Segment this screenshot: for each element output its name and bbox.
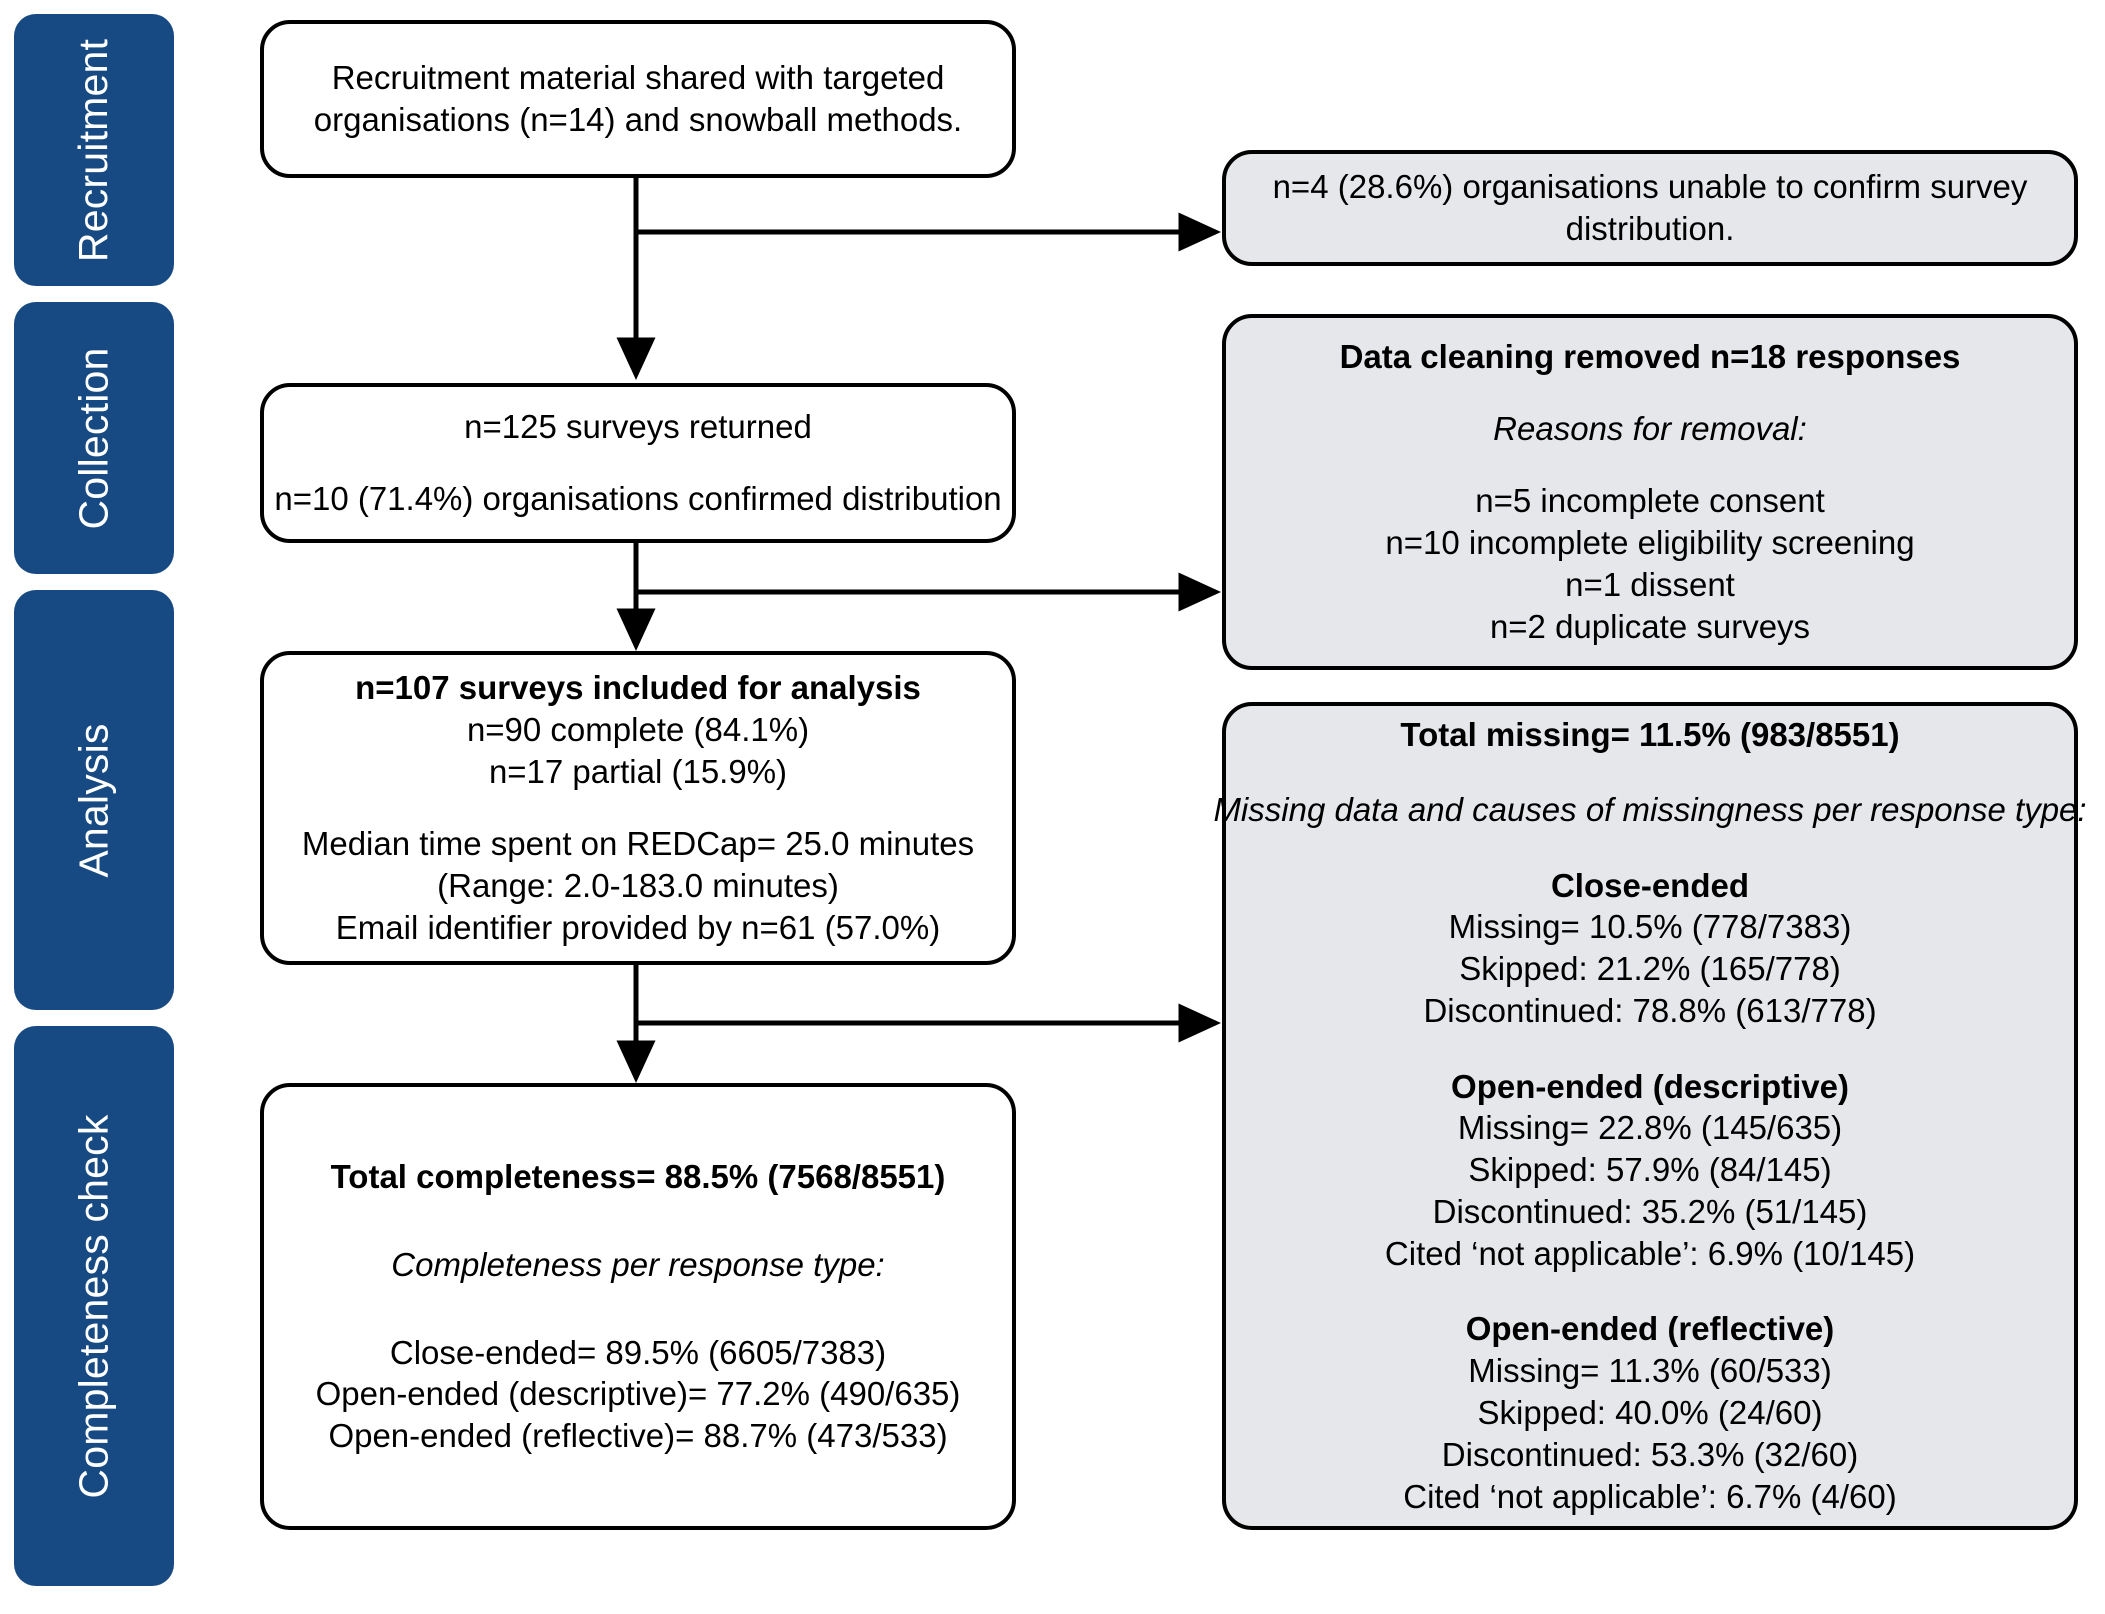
included-median-time: Median time spent on REDCap= 25.0 minute… <box>301 825 975 862</box>
missing-subtitle: Missing data and causes of missingness p… <box>1213 791 2087 829</box>
stage-recruitment: Recruitment <box>14 14 174 286</box>
missing-row: Skipped: 40.0% (24/60) <box>1477 1394 1823 1432</box>
unconfirmed-line-1: n=4 (28.6%) organisations unable to conf… <box>1272 168 2028 206</box>
stage-label: Completeness check <box>70 1113 117 1499</box>
box-data-cleaning: Data cleaning removed n=18 responses Rea… <box>1222 314 2078 670</box>
missing-group-heading: Open-ended (reflective) <box>1465 1310 1835 1348</box>
included-email-identifier: Email identifier provided by n=61 (57.0%… <box>335 908 941 946</box>
recruitment-line-2: organisations (n=14) and snowball method… <box>313 101 963 138</box>
included-complete: n=90 complete (84.1%) <box>466 711 810 749</box>
data-cleaning-reason: n=5 incomplete consent <box>1475 482 1825 520</box>
stage-label: Analysis <box>70 722 117 878</box>
completeness-subtitle: Completeness per response type: <box>391 1245 885 1283</box>
missing-row: Discontinued: 53.3% (32/60) <box>1441 1436 1859 1474</box>
missing-row: Missing= 11.3% (60/533) <box>1468 1352 1832 1390</box>
missing-row: Cited ‘not applicable’: 6.9% (10/145) <box>1384 1235 1916 1273</box>
missing-row: Cited ‘not applicable’: 6.7% (4/60) <box>1403 1478 1897 1516</box>
returned-confirmed: n=10 (71.4%) organisations confirmed dis… <box>274 480 1002 517</box>
data-cleaning-reason: n=1 dissent <box>1565 565 1735 603</box>
missing-row: Skipped: 57.9% (84/145) <box>1468 1151 1832 1189</box>
box-recruitment-material: Recruitment material shared with targete… <box>260 20 1016 178</box>
unconfirmed-line-2: distribution. <box>1565 210 1735 247</box>
data-cleaning-reason: n=2 duplicate surveys <box>1489 607 1811 645</box>
stage-collection: Collection <box>14 302 174 574</box>
included-partial: n=17 partial (15.9%) <box>488 753 788 791</box>
completeness-row: Open-ended (descriptive)= 77.2% (490/635… <box>315 1375 961 1413</box>
box-total-missing: Total missing= 11.5% (983/8551) Missing … <box>1213 702 2087 1530</box>
stage-completeness-check: Completeness check <box>14 1026 174 1586</box>
returned-count: n=125 surveys returned <box>464 408 812 446</box>
stage-label: Collection <box>70 346 117 530</box>
completeness-row: Close-ended= 89.5% (6605/7383) <box>389 1333 887 1371</box>
data-cleaning-title: Data cleaning removed n=18 responses <box>1339 338 1961 376</box>
stage-analysis: Analysis <box>14 590 174 1010</box>
missing-group-heading: Open-ended (descriptive) <box>1451 1067 1849 1105</box>
included-range: (Range: 2.0-183.0 minutes) <box>437 866 839 904</box>
data-cleaning-reason: n=10 incomplete eligibility screening <box>1385 524 1915 561</box>
box-surveys-returned: n=125 surveys returned n=10 (71.4%) orga… <box>260 383 1016 543</box>
included-title: n=107 surveys included for analysis <box>355 669 921 707</box>
box-unconfirmed-distribution: n=4 (28.6%) organisations unable to conf… <box>1222 150 2078 266</box>
missing-row: Skipped: 21.2% (165/778) <box>1459 950 1841 988</box>
box-total-completeness: Total completeness= 88.5% (7568/8551) Co… <box>260 1083 1016 1530</box>
missing-row: Missing= 10.5% (778/7383) <box>1448 908 1852 946</box>
missing-row: Discontinued: 35.2% (51/145) <box>1432 1193 1868 1231</box>
box-included-for-analysis: n=107 surveys included for analysis n=90… <box>260 651 1016 965</box>
stage-label: Recruitment <box>70 38 117 262</box>
completeness-row: Open-ended (reflective)= 88.7% (473/533) <box>328 1417 948 1455</box>
data-cleaning-subtitle: Reasons for removal: <box>1493 410 1807 448</box>
missing-row: Discontinued: 78.8% (613/778) <box>1423 992 1877 1030</box>
missing-group-heading: Close-ended <box>1550 866 1750 904</box>
completeness-title: Total completeness= 88.5% (7568/8551) <box>330 1157 946 1195</box>
recruitment-line-1: Recruitment material shared with targete… <box>331 59 945 97</box>
missing-row: Missing= 22.8% (145/635) <box>1457 1109 1843 1147</box>
missing-title: Total missing= 11.5% (983/8551) <box>1400 716 1900 753</box>
